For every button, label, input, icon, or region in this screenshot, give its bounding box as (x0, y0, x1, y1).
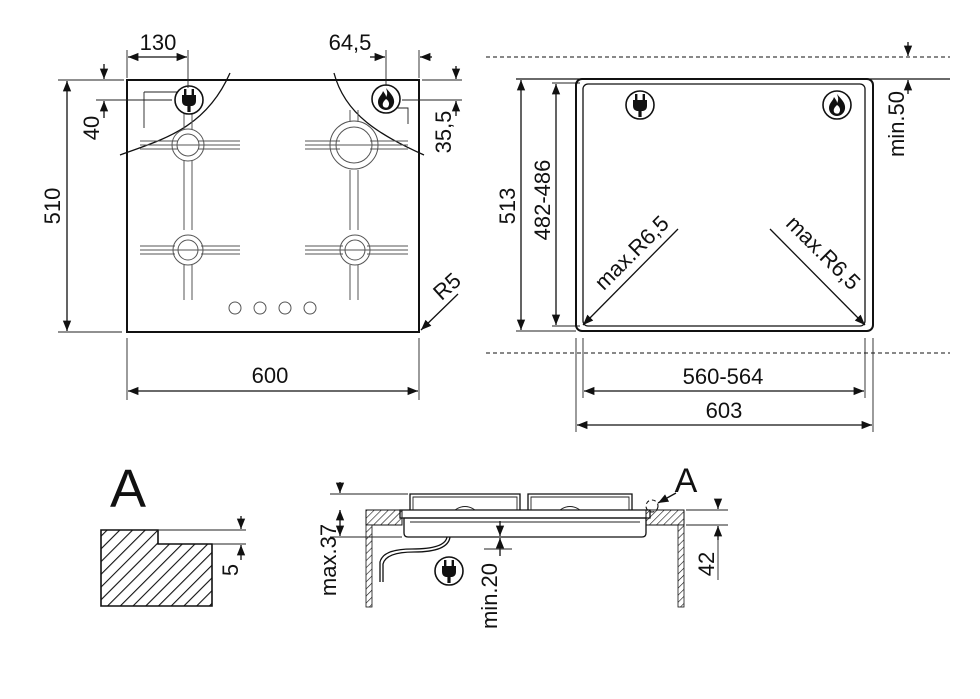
knob (253, 301, 267, 315)
section-a-letter: A (675, 462, 698, 500)
hob-top-view: 600 510 130 40 64,5 35,5 R5 (40, 30, 466, 400)
plug-offset-x-label: 130 (140, 30, 177, 55)
worktop-left (365, 509, 403, 526)
step-depth-label: 5 (218, 564, 243, 576)
gas-offset-x-label: 64,5 (329, 30, 372, 55)
radius-left-label: max.R6,5 (590, 211, 674, 295)
gas-flame-icon (822, 90, 852, 120)
clearance-label: min.50 (884, 91, 909, 157)
hob-body (403, 517, 647, 538)
worktop-section (100, 529, 213, 607)
cutout-inner-depth-label: 482-486 (530, 160, 555, 241)
cabinet-left (365, 524, 373, 608)
corner-radius-label: R5 (428, 268, 466, 305)
detail-a: A 5 (100, 459, 246, 607)
detail-a-letter: A (110, 459, 146, 519)
worktop-label: 42 (694, 552, 719, 576)
plug-icon (174, 85, 204, 115)
plug-icon (625, 90, 655, 120)
knob (303, 301, 317, 315)
pan-support-side (409, 493, 633, 510)
knob (278, 301, 292, 315)
cutout-inner (582, 83, 866, 327)
pan-supports (140, 110, 408, 300)
control-knobs (228, 301, 317, 315)
hob-depth-label: 510 (40, 188, 65, 225)
hob-height-label: max.37 (316, 524, 341, 596)
clearance-below-label: min.20 (477, 563, 502, 629)
cutout-width-label: 603 (706, 398, 743, 423)
section-view: A max.37 min.20 42 (316, 462, 728, 629)
plug-offset-y-label: 40 (79, 116, 104, 140)
hob-width-label: 600 (252, 363, 289, 388)
plug-icon (434, 556, 464, 586)
knob (228, 301, 242, 315)
gas-area-curve (333, 72, 425, 156)
cutout-inner-width-label: 560-564 (683, 364, 764, 389)
hob-top-plate (399, 509, 651, 519)
cutout-outline (575, 78, 874, 332)
cutout-depth-label: 513 (495, 188, 520, 225)
cutout-view: 513 482-486 min.50 max.R6,5 max.R6,5 560… (486, 42, 950, 432)
gas-flame-icon (371, 84, 401, 114)
cabinet-right (677, 524, 685, 608)
plug-area-curve (119, 72, 231, 156)
gas-offset-y-label: 35,5 (431, 111, 456, 154)
hob-outline (126, 79, 420, 333)
